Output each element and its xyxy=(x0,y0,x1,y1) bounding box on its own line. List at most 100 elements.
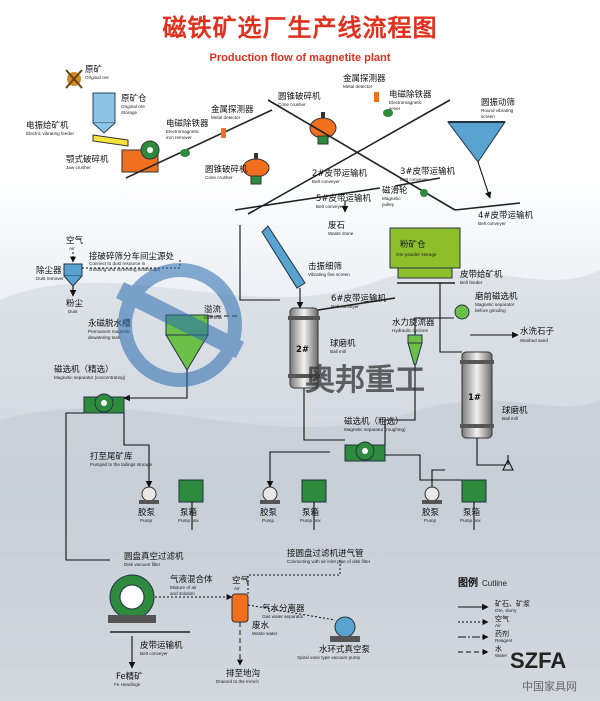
label-magnet-sep1-en2: iron remover xyxy=(166,135,192,140)
label-pulley: 磁滑轮 xyxy=(382,185,408,196)
label-washed-sand-en: Washed sand xyxy=(520,338,548,343)
watermark-szfa-logo: SZFA xyxy=(510,648,566,673)
vacuum-pump-icon xyxy=(330,616,360,642)
label-metal-det2-en: Metal detector xyxy=(343,84,373,89)
label-belt4-en: Belt conveyer xyxy=(478,221,506,226)
label-connect-filter-en: Connecting with air inlet pipe of disk f… xyxy=(287,559,371,564)
belt-conveyor-5 xyxy=(234,187,381,211)
label-pump1: 胶泵 xyxy=(138,507,156,518)
label-vib-screen: 击振细筛 xyxy=(308,261,343,272)
legend-title: 图例 xyxy=(458,576,478,589)
label-waste-water-en: Waste water xyxy=(252,631,278,636)
label-waste-stone: 废石 xyxy=(328,220,345,231)
pump-box-1-icon xyxy=(178,479,204,503)
flow-to-pump3 xyxy=(431,469,445,487)
cone-crusher-1-icon xyxy=(242,153,270,185)
vibrating-fine-screen-icon xyxy=(261,225,306,289)
label-sep-before-grind: 磨前磁选机 xyxy=(475,291,518,302)
ball-mill-1-icon xyxy=(460,351,494,439)
label-disk-filter: 圆盘真空过滤机 xyxy=(124,551,184,562)
label-vac-pump-en: Spiral vane type vacuum pump xyxy=(297,655,361,660)
label-mag-sep-conc-en: Magnetic separator (concentrating) xyxy=(54,375,126,380)
title-cn: 磁铁矿选厂生产线流程图 xyxy=(163,14,438,42)
label-belt5-en: Belt conveyer xyxy=(316,204,344,209)
label-connect-dust: 接破碎筛分车间尘源处 xyxy=(89,251,175,262)
label-powder-bin-en: Ore powder storage xyxy=(396,252,437,257)
dust-remover-icon xyxy=(63,263,83,287)
label-belt6: 6#皮带运输机 xyxy=(331,293,387,304)
metal-detector-2-icon xyxy=(374,92,379,102)
pump-box-3-icon xyxy=(461,479,487,503)
label-magnet-sep2-en2: sever xyxy=(389,106,401,111)
belt-conveyor-4 xyxy=(454,202,521,211)
metal-detector-1-icon xyxy=(221,128,226,138)
label-tailings-en: Pumped to the tailings storage xyxy=(90,462,152,467)
watermark-brand: 奥邦重工 xyxy=(305,363,425,398)
label-trench: 排至地沟 xyxy=(226,668,260,679)
label-air1-en: Air xyxy=(69,246,75,251)
label-metal-det2: 金属探测器 xyxy=(343,73,386,84)
original-ore-excavator-icon xyxy=(65,69,83,89)
belt-conveyor-3 xyxy=(247,99,451,215)
flow-funnel xyxy=(502,455,514,471)
label-connect-dust-en1: Connect to dust resource in xyxy=(89,261,146,266)
label-pump2-en: Pump xyxy=(262,518,274,523)
label-belt-feeder: 皮带给矿机 xyxy=(460,269,503,280)
label-ore-bin: 原矿仓 xyxy=(121,93,147,104)
label-belt3-en: Belt conveyer xyxy=(400,177,428,182)
label-belt2: 2#皮带运输机 xyxy=(312,168,368,179)
pre-grinding-separator-icon xyxy=(454,304,470,320)
label-pump-box2: 泵箱 xyxy=(302,507,320,518)
label-pump-box2-en: Pump box xyxy=(300,518,321,523)
label-pump-box1: 泵箱 xyxy=(180,507,198,518)
flow-connect-filter xyxy=(247,560,341,594)
label-hydrocyclone: 水力旋流器 xyxy=(392,317,435,328)
label-pump-box3: 泵箱 xyxy=(463,507,481,518)
label-mag-sep-rough: 磁选机（粗选） xyxy=(344,416,404,427)
flow-cyclone-down xyxy=(384,364,416,445)
pump-2-icon xyxy=(260,486,280,504)
legend-title-en: Cutline xyxy=(482,579,507,588)
flow-feed-mill1 xyxy=(439,283,462,353)
label-fe-conc-en: Fe Headings xyxy=(114,682,141,687)
rock-texture-2 xyxy=(0,400,600,701)
label-jaw: 颚式破碎机 xyxy=(66,154,109,165)
label-air-mix-en2: and solution xyxy=(170,591,195,596)
electromagnetic-remover-1-icon xyxy=(180,149,190,157)
label-metal-det1: 金属探测器 xyxy=(211,104,254,115)
flow-conc-to-filter xyxy=(65,412,110,561)
label-air-mix: 气液混合体 xyxy=(170,574,213,585)
concentrating-separator-icon xyxy=(83,393,125,414)
label-gas-water-sep: 气水分离器 xyxy=(262,603,305,614)
flow-to-pump1 xyxy=(123,413,153,488)
label-dewater-tank-en2: dewatering tank xyxy=(88,335,121,340)
label-dust-remover: 除尘器 xyxy=(36,265,62,276)
label-jaw-en: Jaw crusher xyxy=(66,165,91,170)
label-fe-conc: Fe精矿 xyxy=(116,671,143,682)
flow-mill2-out xyxy=(303,388,345,441)
pump-1-icon xyxy=(139,486,159,504)
gas-water-separator-icon xyxy=(231,593,249,623)
label-washed-sand: 水洗石子 xyxy=(520,326,555,337)
label-dust-remover-en: Dust remover xyxy=(36,276,64,281)
label-dewater-tank: 永磁脱水槽 xyxy=(88,318,131,329)
label-belt2-en: Belt conveyer xyxy=(312,179,340,184)
label-belt-conv: 皮带运输机 xyxy=(140,640,183,651)
label-cone1: 圆锥破碎机 xyxy=(205,164,248,175)
belt-conveyor-6 xyxy=(317,297,396,311)
label-ballmill1-num: 1# xyxy=(468,393,481,403)
disk-vacuum-filter-icon xyxy=(108,574,156,623)
label-belt3: 3#皮带运输机 xyxy=(400,166,456,177)
label-air2: 空气 xyxy=(232,575,250,586)
legend: 图例 Cutline 矿石、矿浆 Ore, slurry 空气 Air 药剂 R… xyxy=(458,576,530,658)
label-hydrocyclone-en: Hydraulic cyclone xyxy=(392,328,428,333)
label-dust: 粉尘 xyxy=(66,298,84,309)
flow-screen-down xyxy=(477,161,492,199)
label-ore-bin-en1: Original ore xyxy=(121,104,145,109)
label-overflow: 溢流 xyxy=(204,304,222,315)
label-round-screen-en1: Round vibrating xyxy=(481,108,514,113)
label-belt-conv-en: Belt conveyer xyxy=(140,651,168,656)
label-belt5: 5#皮带运输机 xyxy=(316,193,372,204)
belt-conveyor-5b xyxy=(394,177,441,187)
